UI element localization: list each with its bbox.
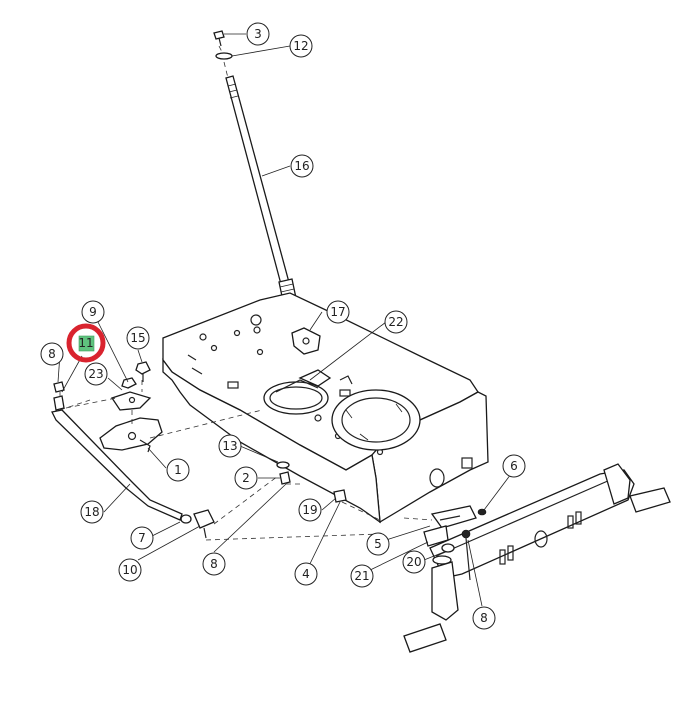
clevis-10 [193,509,215,539]
callout-circle [126,326,150,350]
callout-label: 18 [84,505,99,519]
callout-circle [118,558,142,582]
callout-label: 2 [242,471,250,485]
washer-13 [276,461,290,469]
callout-c5: 5 [366,532,390,556]
callout-c18: 18 [80,500,104,524]
callout-label: 15 [130,331,145,345]
washer-12 [215,52,233,60]
callout-circle [130,526,154,550]
callout-c21: 21 [350,564,374,588]
spacer-8-left [53,381,65,411]
callout-label: 6 [510,459,518,473]
callout-c22: 22 [384,310,408,334]
callout-label: 20 [406,555,421,569]
callout-c4: 4 [294,562,318,586]
callout-c23: 23 [84,362,108,386]
callout-label: 4 [302,567,310,581]
callout-c13: 13 [218,434,242,458]
front-axle [403,463,671,653]
steering-shaft [225,75,297,302]
callout-label: 10 [122,563,137,577]
callout-label: 17 [330,305,345,319]
callout-label: 7 [138,531,146,545]
callout-c2: 2 [234,466,258,490]
nut-6 [477,508,487,516]
callout-label: 21 [354,569,369,583]
callout-c15: 15 [126,326,150,350]
assembly-lines [59,45,433,541]
callout-c3: 3 [246,22,270,46]
callout-c17: 17 [326,300,350,324]
pivot-21 [423,525,449,547]
callout-c16: 16 [290,154,314,178]
pulley-23 [110,391,152,411]
callout-c20: 20 [402,550,426,574]
clip-7 [180,514,192,524]
callout-c8b: 8 [202,552,226,576]
callout-circle [218,434,242,458]
callout-label: 8 [480,611,488,625]
callout-label: 13 [222,439,237,453]
sector-plate-1 [99,417,163,453]
callout-c7: 7 [130,526,154,550]
callout-circle [326,300,350,324]
callout-label: 9 [89,305,97,319]
callout-label: 19 [302,503,317,517]
callout-c19: 19 [298,498,322,522]
callouts: 3 12 16 17 22 9 11 15 8 23 1 13 2 18 7 10 8 19 4 5 21 6 20 8 [40,22,526,630]
callout-circle [246,22,270,46]
callout-circle [81,300,105,324]
callout-circle [289,34,313,58]
nut-9 [121,377,137,389]
callout-circle [294,562,318,586]
leader-lines [57,33,515,607]
callout-label: 5 [374,537,382,551]
callout-circle [298,498,322,522]
nut-15 [135,361,151,382]
bolt-3 [213,30,225,47]
callout-label: 3 [254,27,262,41]
callout-circle [472,606,496,630]
callout-circle [202,552,226,576]
callout-c8a: 8 [40,342,64,366]
callout-circle [290,154,314,178]
callout-circle [366,532,390,556]
callout-circle [402,550,426,574]
tie-rod-bracket-5 [430,505,477,529]
callout-label: 23 [88,367,103,381]
callout-label: 16 [294,159,309,173]
callout-label: 12 [293,39,308,53]
callout-c8c: 8 [472,606,496,630]
callout-label: 1 [174,463,182,477]
bushing-19 [333,489,347,503]
callout-circle [502,454,526,478]
callout-c9: 9 [81,300,105,324]
callout-c6: 6 [502,454,526,478]
callout-circle [350,564,374,588]
bushing-20 [441,543,455,553]
callout-circle [166,458,190,482]
callout-circle [384,310,408,334]
highlight-ring [66,323,106,363]
callout-label: 22 [388,315,403,329]
callout-c11: 11 [78,336,93,350]
callout-circle [40,342,64,366]
callout-label: 8 [210,557,218,571]
callout-circle [80,500,104,524]
main-frame [162,292,489,524]
bolt-2 [279,471,291,485]
callout-c1: 1 [166,458,190,482]
callout-circle [234,466,258,490]
callout-c12: 12 [289,34,313,58]
callout-c10: 10 [118,558,142,582]
callout-label: 8 [48,347,56,361]
spacer-8-right [461,529,471,581]
callout-label: 11 [78,336,93,350]
callout-circle [84,362,108,386]
